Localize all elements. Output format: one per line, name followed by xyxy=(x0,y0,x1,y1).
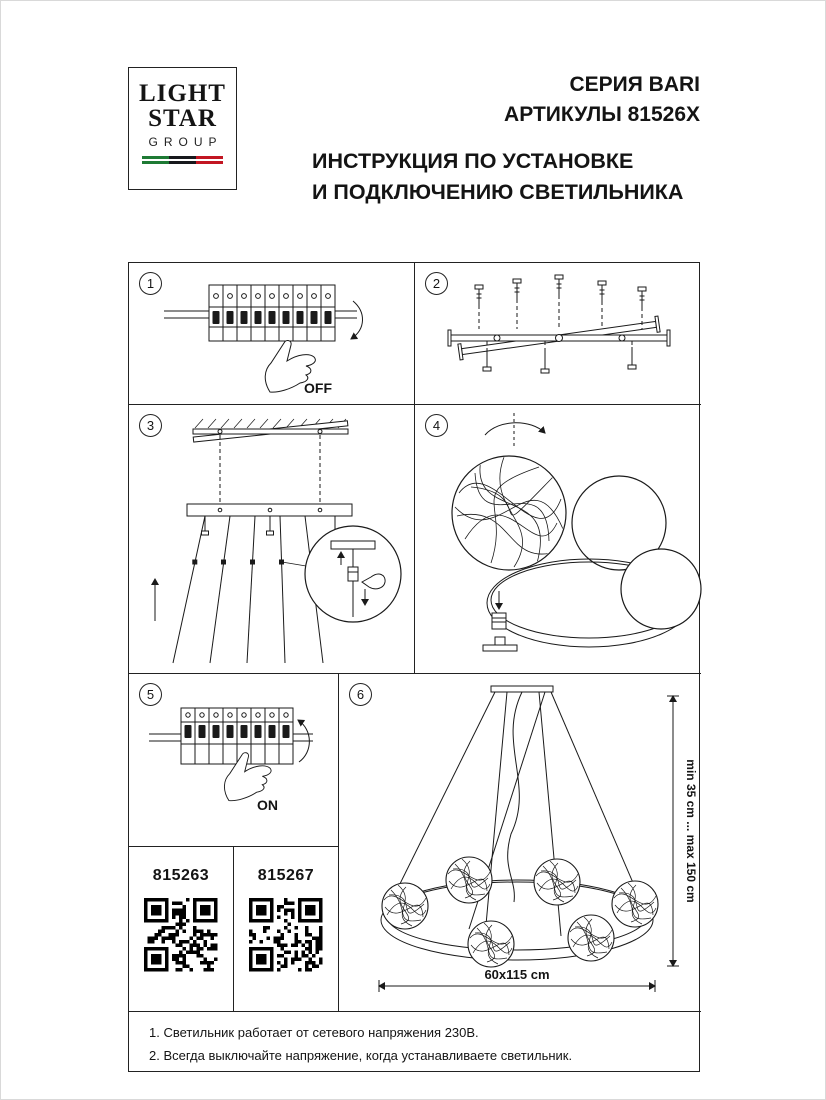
bracket-illustration xyxy=(447,274,671,374)
series-title: СЕРИЯ BARI xyxy=(569,73,700,96)
din-rail xyxy=(164,310,357,319)
notes-row: 1. Светильник работает от сетевого напря… xyxy=(129,1012,701,1073)
divider xyxy=(338,673,339,1011)
series-block: СЕРИЯ BARI АРТИКУЛЫ 81526X xyxy=(400,70,700,130)
toggle-switches-off xyxy=(212,311,332,324)
flag-red xyxy=(196,156,223,159)
off-label: OFF xyxy=(304,380,332,396)
instruction-title-line2: И ПОДКЛЮЧЕНИЮ СВЕТИЛЬНИКА xyxy=(312,180,684,204)
on-label: ON xyxy=(257,797,278,813)
canopy xyxy=(186,503,353,536)
chandelier-illustration: 60x115 cm min 35 cm ... max 150 cm xyxy=(378,685,698,992)
flag-red xyxy=(196,161,223,164)
cable-grippers xyxy=(192,559,313,565)
ceiling-bracket xyxy=(192,420,349,443)
breaker-off-illustration: OFF xyxy=(164,284,363,396)
divider xyxy=(129,404,701,405)
rotation-arrow xyxy=(484,422,546,436)
logo-word-star: STAR xyxy=(148,105,217,132)
panel-number: 1 xyxy=(139,272,162,295)
hand-icon xyxy=(223,752,272,802)
height-dimension-label: min 35 cm ... max 150 cm xyxy=(684,759,698,902)
flip-up-arrow xyxy=(297,719,310,763)
canopy-mounting-illustration xyxy=(151,418,402,664)
suspension-cables xyxy=(172,515,324,664)
toggle-switches-on xyxy=(184,725,290,738)
article-number: 815267 xyxy=(257,867,315,884)
article-number: 815263 xyxy=(152,867,210,884)
panel-number: 4 xyxy=(425,414,448,437)
width-dimension: 60x115 cm xyxy=(378,967,656,992)
hand-icon xyxy=(361,573,386,590)
power-cord xyxy=(507,691,523,903)
panel-1: 1 xyxy=(129,263,414,404)
flag-green xyxy=(142,161,169,164)
logo-word-light: LIGHT xyxy=(139,80,226,107)
divider xyxy=(129,673,701,674)
qr-code xyxy=(249,898,323,972)
flip-down-arrow xyxy=(350,300,363,340)
panel-4: 4 xyxy=(415,405,702,673)
note-line-2: 2. Всегда выключайте напряжение, когда у… xyxy=(149,1048,573,1063)
shade-assembly-illustration xyxy=(451,413,702,652)
hand-icon xyxy=(264,340,316,393)
divider xyxy=(129,1011,701,1012)
panel-2: 2 xyxy=(415,263,701,404)
panel-number: 2 xyxy=(425,272,448,295)
detail-inset xyxy=(304,525,402,623)
flag-dark xyxy=(169,156,196,159)
shade-balls xyxy=(382,857,658,967)
breaker-on-illustration: ON xyxy=(149,707,313,813)
qr-cell-right: 815267 xyxy=(234,847,338,1011)
flag-dark xyxy=(169,161,196,164)
instruction-title-line1: ИНСТРУКЦИЯ ПО УСТАНОВКЕ xyxy=(312,149,634,173)
panel-number: 3 xyxy=(139,414,162,437)
screws xyxy=(474,274,647,374)
panel-number: 5 xyxy=(139,683,162,706)
instruction-title: ИНСТРУКЦИЯ ПО УСТАНОВКЕ И ПОДКЛЮЧЕНИЮ СВ… xyxy=(312,146,722,208)
lightstar-logo: LIGHT STAR GROUP xyxy=(128,67,237,190)
breaker-body xyxy=(180,707,294,765)
glass-sphere xyxy=(620,548,702,630)
alignment-lines xyxy=(219,435,321,504)
logo-flag-icon xyxy=(142,156,223,164)
width-dimension-label: 60x115 cm xyxy=(484,967,549,982)
flag-green xyxy=(142,156,169,159)
instruction-grid: 1 xyxy=(128,262,702,1073)
note-line-1: 1. Светильник работает от сетевого напря… xyxy=(149,1025,479,1040)
glass-sphere xyxy=(571,475,667,571)
panel-3: 3 xyxy=(129,405,414,673)
articles-title: АРТИКУЛЫ 81526X xyxy=(504,103,700,126)
socket-detail xyxy=(482,591,518,652)
panel-6: 6 xyxy=(339,674,701,1011)
height-dimension: min 35 cm ... max 150 cm xyxy=(667,695,698,967)
pendant-cables xyxy=(386,691,644,937)
mounting-bracket xyxy=(447,315,671,361)
divider xyxy=(414,263,415,673)
panel-number: 6 xyxy=(349,683,372,706)
logo-word-group: GROUP xyxy=(148,135,223,149)
qr-cell-left: 815263 xyxy=(129,847,233,1011)
wire-ball xyxy=(451,455,567,571)
panel-5: 5 xyxy=(129,674,338,846)
qr-code xyxy=(144,898,218,972)
ceiling-plate xyxy=(490,685,554,693)
divider xyxy=(233,846,234,1011)
